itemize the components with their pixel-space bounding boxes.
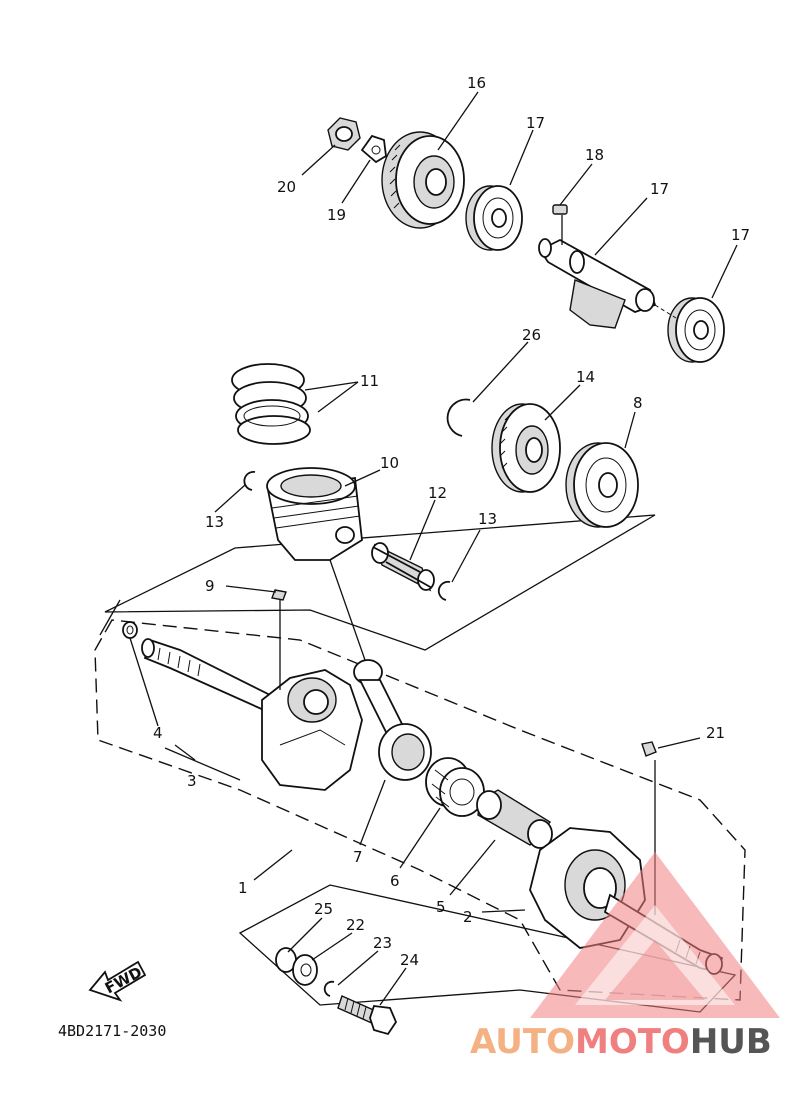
part-piston-pin-12 (371, 542, 435, 592)
piston-group-box (104, 514, 656, 651)
callout-12: 12 (428, 484, 447, 502)
part-nut-20 (327, 117, 361, 151)
callout-11: 11 (360, 372, 379, 390)
part-needle-bearing-6 (425, 757, 485, 817)
watermark-text-moto: MOTO (575, 1022, 690, 1062)
watermark-logo (530, 852, 780, 1018)
callout-23: 23 (373, 934, 392, 952)
callout-18: 18 (585, 146, 604, 164)
watermark-text-auto: AUTO (470, 1022, 575, 1062)
part-washer-22 (292, 954, 318, 986)
watermark-text: AUTOMOTOHUB (470, 1022, 772, 1062)
callout-2: 2 (463, 908, 473, 926)
part-key-18 (552, 204, 568, 215)
callout-25: 25 (314, 900, 333, 918)
callout-15: 16 (467, 74, 486, 92)
callout-14: 14 (576, 368, 595, 386)
part-key-21 (641, 741, 657, 757)
fwd-label: FWD (102, 963, 145, 997)
callout-10: 10 (380, 454, 399, 472)
part-washer-4 (122, 621, 138, 639)
watermark-text-hub: HUB (690, 1022, 772, 1062)
part-conrod-7 (353, 659, 432, 781)
callout-13-left: 13 (205, 513, 224, 531)
callout-6: 6 (390, 872, 400, 890)
part-code: 4BD2171-2030 (58, 1022, 166, 1040)
leader-lines (129, 91, 738, 1006)
callout-5: 5 (436, 898, 446, 916)
callout-7: 7 (353, 848, 363, 866)
part-circlip-26 (446, 398, 471, 437)
part-gear-14 (491, 403, 561, 493)
callout-26: 26 (522, 326, 541, 344)
callout-20: 20 (277, 178, 296, 196)
callout-13-right: 13 (478, 510, 497, 528)
callout-17-upper: 17 (526, 114, 545, 132)
callout-16: 17 (650, 180, 669, 198)
part-clip-13-right (437, 580, 451, 601)
part-piston-rings-11 (231, 363, 311, 445)
callout-19: 19 (327, 206, 346, 224)
callout-labels: 16 20 19 17 18 17 17 11 26 14 8 10 13 12… (153, 74, 750, 969)
part-clip-13-left (243, 471, 256, 491)
part-crank-left-3 (141, 638, 363, 791)
callout-4: 4 (153, 724, 163, 742)
crank-group-box (99, 599, 121, 636)
part-bearing-17-lower (667, 297, 725, 363)
part-gear-15 (381, 131, 465, 229)
part-bolt-24 (337, 995, 398, 1036)
part-lock-washer-19 (360, 134, 387, 164)
callout-8: 8 (633, 394, 643, 412)
part-clip-23 (323, 980, 335, 997)
fwd-arrow: FWD (88, 960, 147, 1002)
part-bearing-17-upper (465, 185, 523, 251)
part-piston-10 (266, 467, 363, 561)
callout-1: 1 (238, 879, 248, 897)
part-bearing-8 (565, 442, 639, 528)
callout-3: 3 (187, 772, 197, 790)
callout-17-lower: 17 (731, 226, 750, 244)
callout-24: 24 (400, 951, 419, 969)
callout-9: 9 (205, 577, 215, 595)
callout-22: 22 (346, 916, 365, 934)
callout-21: 21 (706, 724, 725, 742)
part-crank-pin-5 (476, 789, 553, 849)
